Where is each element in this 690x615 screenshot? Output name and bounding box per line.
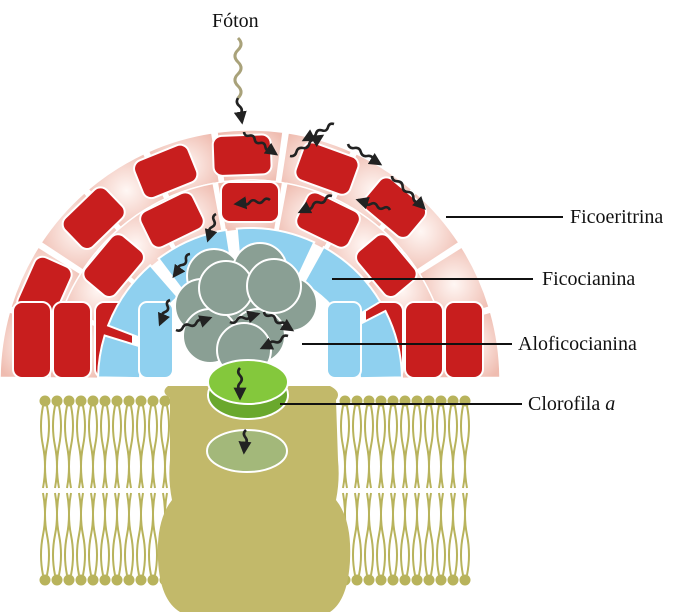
lipid-tail	[81, 406, 85, 488]
lipid-tail	[369, 493, 373, 575]
allophycocyanin-unit	[247, 259, 301, 313]
lipid-tail	[117, 493, 121, 575]
lipid-tail	[69, 493, 73, 575]
lipid-tail	[453, 493, 457, 575]
lipid-head	[352, 575, 363, 586]
lipid-tail	[381, 406, 385, 488]
lipid-tail	[417, 406, 421, 488]
label-chlorophyll: Clorofilaa	[528, 393, 615, 415]
lipid-tail	[45, 493, 49, 575]
lipid-tail	[417, 493, 421, 575]
lipid-tail	[129, 406, 133, 488]
lipid-tail	[45, 406, 49, 488]
lipid-tail	[393, 406, 397, 488]
label-phycoerythrin: Ficoeritrina	[570, 206, 663, 228]
lipid-head	[52, 396, 63, 407]
label-phycocyanin: Ficocianina	[542, 268, 635, 290]
lipid-tail	[105, 406, 109, 488]
lipid-head	[364, 575, 375, 586]
lipid-head	[412, 575, 423, 586]
lipid-head	[376, 575, 387, 586]
lipid-head	[136, 575, 147, 586]
lipid-tail	[405, 406, 409, 488]
photon-arrow-icon	[237, 98, 242, 122]
phycocyanin-rod	[139, 302, 173, 378]
lipid-tail	[165, 406, 169, 488]
allophycocyanin-unit	[199, 261, 253, 315]
label-photon: Fóton	[212, 10, 259, 32]
lipid-head	[148, 396, 159, 407]
lipid-tail	[357, 406, 361, 488]
label-chlorophyll-suffix: a	[605, 393, 615, 415]
lipid-head	[112, 396, 123, 407]
lipid-tail	[429, 406, 433, 488]
lipid-tail	[393, 493, 397, 575]
lipid-head	[64, 396, 75, 407]
lipid-head	[112, 575, 123, 586]
phycoerythrin-rod	[405, 302, 443, 378]
lipid-tail	[93, 493, 97, 575]
lipid-tail	[153, 493, 157, 575]
lipid-head	[460, 575, 471, 586]
membrane-protein-complex	[158, 386, 350, 612]
lipid-tail	[465, 493, 469, 575]
lipid-head	[148, 575, 159, 586]
lipid-head	[52, 575, 63, 586]
phycoerythrin-rod	[445, 302, 483, 378]
chlorophyll-bright-disc	[208, 360, 288, 404]
lipid-head	[76, 575, 87, 586]
lipid-tail	[153, 406, 157, 488]
lipid-tail	[453, 406, 457, 488]
lipid-head	[100, 396, 111, 407]
lipid-tail	[69, 406, 73, 488]
lipid-tail	[465, 406, 469, 488]
lipid-head	[76, 396, 87, 407]
lipid-tail	[357, 493, 361, 575]
phycoerythrin-rod	[53, 302, 91, 378]
lipid-tail	[429, 493, 433, 575]
label-allophycocyanin: Aloficocianina	[518, 333, 637, 355]
lipid-head	[64, 575, 75, 586]
lipid-tail	[345, 406, 349, 488]
phycoerythrin-rod	[212, 134, 271, 176]
label-chlorophyll-text: Clorofila	[528, 393, 600, 415]
phycocyanin-segment	[98, 336, 145, 379]
lipid-head	[388, 575, 399, 586]
lipid-head	[136, 396, 147, 407]
phycoerythrin-rod	[13, 302, 51, 378]
lipid-head	[40, 575, 51, 586]
lipid-tail	[405, 493, 409, 575]
lipid-tail	[441, 493, 445, 575]
lipid-tail	[129, 493, 133, 575]
lipid-head	[436, 575, 447, 586]
lipid-tail	[369, 406, 373, 488]
lipid-tail	[81, 493, 85, 575]
lipid-head	[448, 575, 459, 586]
lipid-tail	[141, 406, 145, 488]
lipid-head	[424, 575, 435, 586]
lipid-head	[124, 396, 135, 407]
lipid-tail	[57, 493, 61, 575]
chlorophyll-pale-disc	[207, 430, 287, 472]
lipid-head	[124, 575, 135, 586]
lipid-tail	[441, 406, 445, 488]
lipid-tail	[105, 493, 109, 575]
photon-tail	[235, 38, 241, 98]
phycocyanin-rod	[327, 302, 361, 378]
lipid-head	[400, 575, 411, 586]
lipid-head	[88, 396, 99, 407]
lipid-tail	[93, 406, 97, 488]
lipid-head	[100, 575, 111, 586]
lipid-tail	[57, 406, 61, 488]
lipid-head	[88, 575, 99, 586]
lipid-tail	[117, 406, 121, 488]
lipid-head	[40, 396, 51, 407]
lipid-tail	[141, 493, 145, 575]
lipid-tail	[381, 493, 385, 575]
